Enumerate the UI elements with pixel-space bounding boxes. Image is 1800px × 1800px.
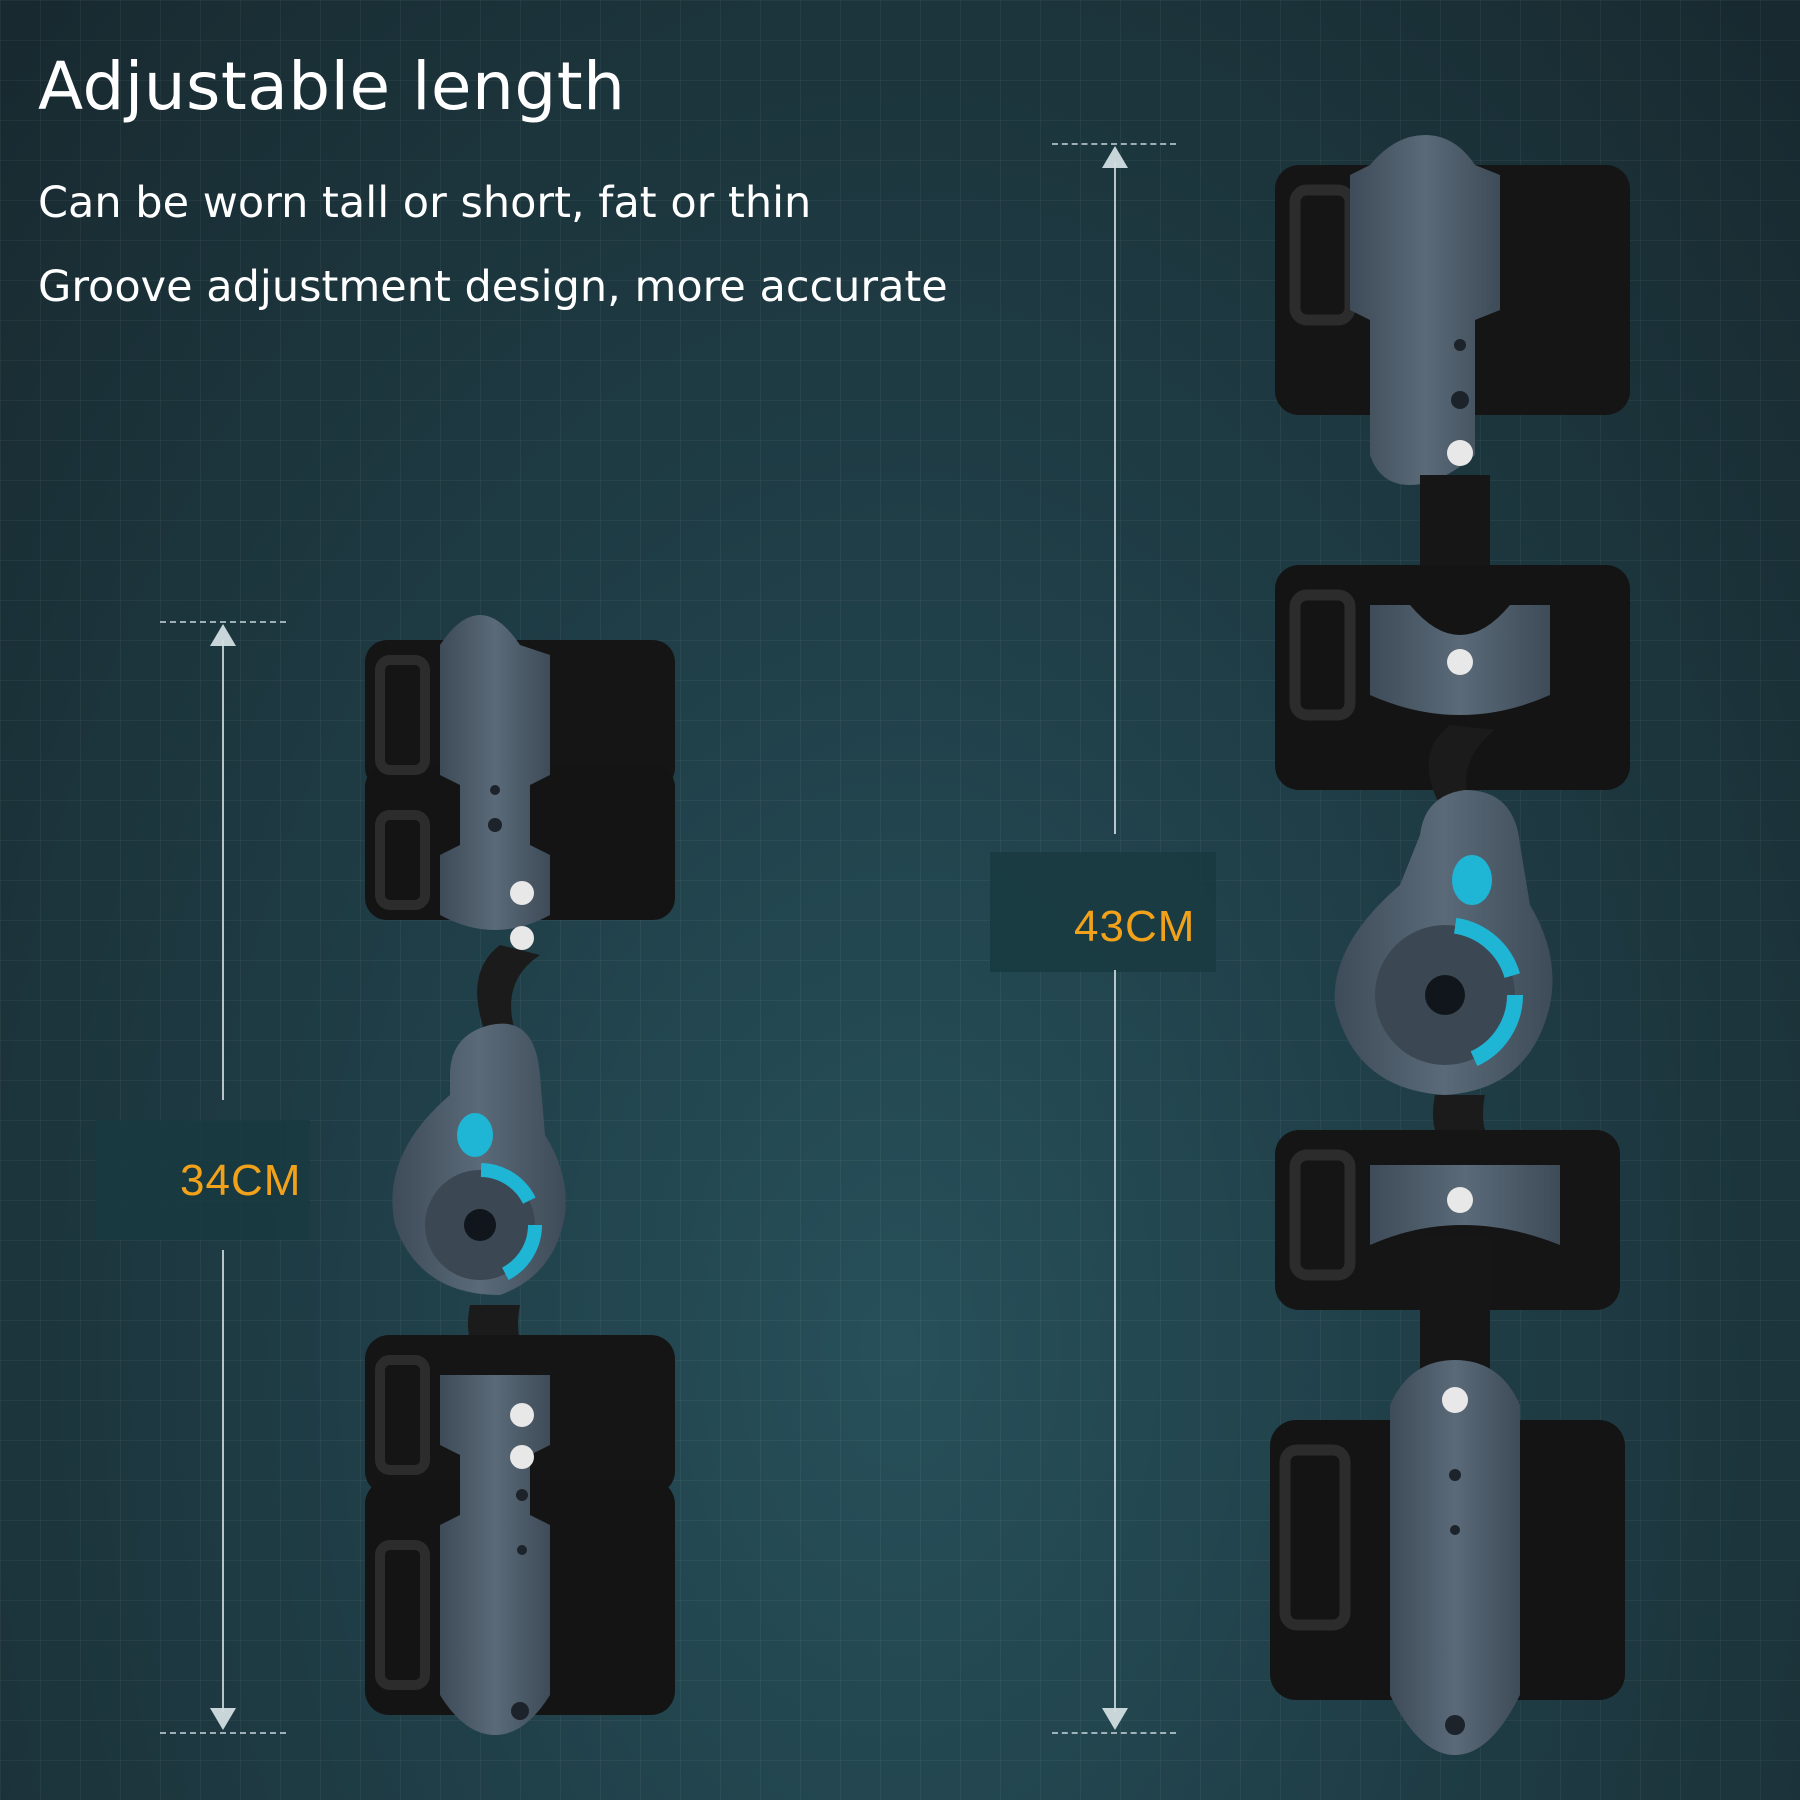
subtitle-line-1: Can be worn tall or short, fat or thin <box>38 178 812 228</box>
screw-icon <box>510 881 534 905</box>
adjust-hole <box>488 818 502 832</box>
adjust-hole <box>516 1489 528 1501</box>
dimension-line-upper <box>222 640 224 1100</box>
knee-brace-short-illustration <box>365 615 675 1735</box>
arrow-down-icon <box>210 1708 236 1730</box>
top-dashed-line <box>1052 143 1176 145</box>
dimension-line-upper <box>1114 162 1116 834</box>
upper-shell <box>1350 135 1500 485</box>
screw-icon <box>1442 1387 1468 1413</box>
adjust-hole <box>1451 391 1469 409</box>
lock-button-icon <box>1452 855 1492 905</box>
top-dashed-line <box>160 621 286 623</box>
subtitle-line-2: Groove adjustment design, more accurate <box>38 262 948 312</box>
adjust-hole <box>1450 1525 1460 1535</box>
dimension-line-lower <box>1114 970 1116 1712</box>
screw-icon <box>510 926 534 950</box>
buckle-icon <box>1289 1149 1356 1281</box>
dial-center-icon <box>464 1209 496 1241</box>
lower-shell <box>440 1375 550 1735</box>
lower-shell <box>1390 1360 1520 1755</box>
arrow-up-icon <box>1102 146 1128 168</box>
screw-icon <box>1447 440 1473 466</box>
buckle-icon <box>375 1355 430 1475</box>
hinge-bar-upper <box>477 945 540 1045</box>
bottom-dashed-line <box>160 1732 286 1734</box>
screw-icon <box>1447 1187 1473 1213</box>
arrow-down-icon <box>1102 1708 1128 1730</box>
measure-label-background <box>990 852 1216 972</box>
page-title: Adjustable length <box>38 48 626 125</box>
buckle-icon <box>375 1540 430 1690</box>
adjust-hole <box>1454 339 1466 351</box>
adjust-hole <box>511 1702 529 1720</box>
buckle-icon <box>375 655 430 775</box>
adjust-hole <box>1445 1715 1465 1735</box>
screw-icon <box>510 1403 534 1427</box>
hinge-bar-upper <box>1428 725 1495 815</box>
arrow-up-icon <box>210 624 236 646</box>
buckle-icon <box>1279 1444 1351 1631</box>
measure-label-background <box>96 1120 310 1240</box>
adjust-hole <box>1449 1469 1461 1481</box>
screw-icon <box>510 1445 534 1469</box>
buckle-icon <box>375 810 430 910</box>
upper-shell <box>440 615 550 930</box>
knee-brace-long-illustration <box>1270 135 1630 1755</box>
buckle-icon <box>1289 589 1356 721</box>
measure-label-long: 43CM <box>1074 902 1196 951</box>
bottom-dashed-line <box>1052 1732 1176 1734</box>
adjust-hole <box>490 785 500 795</box>
lock-button-icon <box>457 1113 493 1157</box>
adjust-hole <box>517 1545 527 1555</box>
screw-icon <box>1447 649 1473 675</box>
measure-label-short: 34CM <box>180 1156 302 1205</box>
dimension-line-lower <box>222 1250 224 1712</box>
dial-center-icon <box>1425 975 1465 1015</box>
